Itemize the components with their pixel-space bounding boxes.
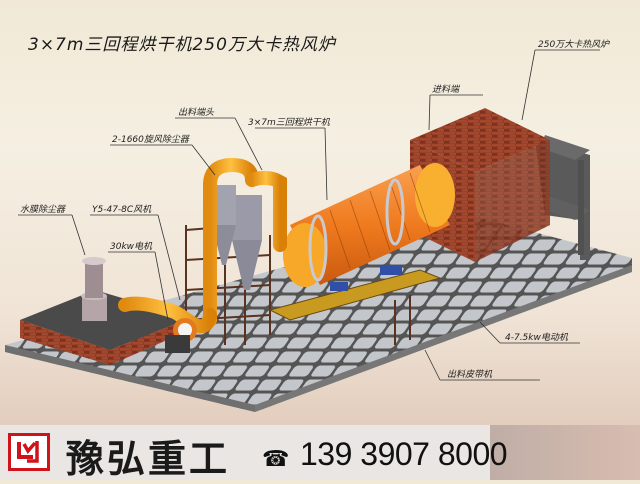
label-dryer: 3×7m三回程烘干机 — [248, 118, 330, 128]
label-cyclone: 2-1660旋风除尘器 — [112, 135, 189, 145]
brand-logo — [8, 433, 50, 471]
label-belt-conveyor: 出料皮带机 — [447, 370, 493, 380]
motor — [380, 265, 402, 275]
footer-banner — [0, 425, 490, 480]
footer-fill — [490, 425, 640, 480]
page-title: 3×7m三回程烘干机250万大卡热风炉 — [28, 35, 336, 55]
telephone-icon: ☎ — [262, 447, 290, 472]
label-hot-air-furnace: 250万大卡热风炉 — [538, 40, 610, 50]
label-feed-end: 进料端 — [432, 85, 460, 95]
belt-conveyor — [268, 269, 442, 321]
label-water-film-collector: 水膜除尘器 — [20, 205, 66, 215]
logo-icon — [17, 441, 39, 463]
phone-number: 139 3907 8000 — [300, 436, 508, 472]
rotary-dryer — [283, 163, 455, 287]
furnace-top — [410, 108, 550, 172]
paving-floor — [5, 215, 632, 412]
label-discharge-head: 出料端头 — [178, 108, 215, 118]
label-30kw-motor: 30kw电机 — [110, 242, 153, 252]
brand-name: 豫弘重工 — [66, 437, 231, 481]
cyclone-dust-collector — [232, 195, 262, 240]
label-fan: Y5-47-8C风机 — [92, 205, 152, 215]
label-75kw-motor: 4-7.5kw电动机 — [505, 333, 568, 343]
water-film-collector — [85, 262, 103, 298]
